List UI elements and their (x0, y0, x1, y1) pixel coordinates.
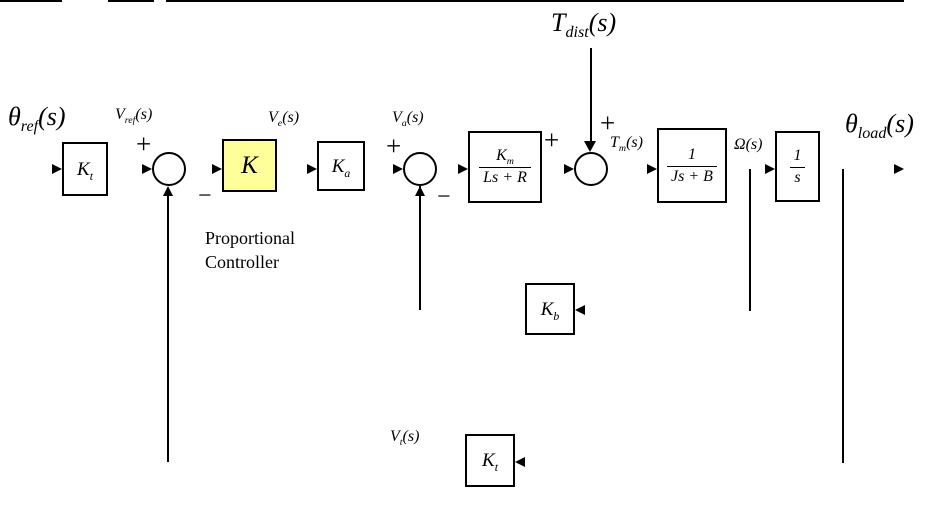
wire-up-to-sum2 (419, 186, 421, 310)
block-motor-armature: Km Ls + R (468, 131, 542, 203)
block-integrator-fraction: 1 s (790, 146, 805, 188)
wire-kt-to-sum1 (108, 0, 154, 2)
block-integrator: 1 s (775, 131, 820, 202)
annotation-line1: Proportional (205, 228, 295, 248)
block-inertia-fraction: 1 Js + B (667, 145, 717, 187)
sum2-minus-sign: − (437, 184, 451, 210)
armature-denominator: Ls + R (479, 167, 531, 188)
label-v-t: Vt(s) (390, 428, 420, 449)
arrow-into-kt-input (52, 164, 62, 174)
block-kb-label: Kb (540, 298, 560, 323)
summing-junction-3 (574, 152, 608, 186)
wire-input (0, 0, 62, 2)
label-v-ref: Vref(s) (115, 106, 153, 127)
summing-junction-1 (152, 152, 186, 186)
arrow-into-armature (458, 164, 468, 174)
summing-junction-2 (403, 152, 437, 186)
label-t-m: Tm(s) (610, 134, 643, 155)
wire-takeoff1-down (749, 169, 751, 311)
block-kb-backemf: Kb (525, 283, 575, 335)
block-ka-amplifier: Ka (317, 141, 365, 191)
arrow-into-integrator (765, 164, 775, 174)
label-omega: Ω(s) (734, 136, 763, 153)
sum2-plus-sign: + (386, 131, 402, 161)
arrow-tdist-into-sum3 (584, 141, 596, 152)
armature-numerator: Km (496, 147, 514, 168)
arrow-into-kt-feedback (515, 457, 525, 467)
wire-up-to-sum1 (167, 188, 169, 462)
arrow-into-sum2 (393, 164, 403, 174)
integrator-denominator: s (790, 166, 805, 188)
block-load-inertia: 1 Js + B (657, 128, 727, 203)
arrow-up-into-sum2 (415, 186, 425, 196)
block-kt-input-label: Kt (77, 158, 93, 183)
block-kt-feedback: Kt (465, 434, 515, 487)
block-k-proportional: K (222, 139, 277, 192)
inertia-denominator: Js + B (667, 165, 717, 187)
arrow-into-inertia (647, 164, 657, 174)
arrow-up-into-sum1 (163, 186, 173, 196)
block-armature-fraction: Km Ls + R (479, 146, 531, 188)
sum3-plus-sign-left: + (544, 125, 560, 155)
wire-outer-feedback (166, 0, 844, 2)
wire-tdist-drop (590, 48, 592, 146)
wire-output (820, 0, 904, 2)
sum1-plus-sign: + (136, 129, 152, 159)
annotation-line2: Controller (205, 252, 279, 272)
block-k-label: K (241, 152, 258, 179)
sum3-plus-sign-top: + (600, 108, 616, 138)
label-t-dist: Tdist(s) (551, 8, 617, 42)
label-theta-ref: θref(s) (8, 102, 66, 136)
block-ka-label: Ka (331, 155, 351, 180)
integrator-numerator: 1 (793, 146, 802, 164)
label-v-a: Va(s) (392, 109, 424, 130)
arrow-output (894, 164, 904, 174)
inertia-numerator: 1 (688, 145, 696, 163)
arrow-into-sum3 (564, 164, 574, 174)
wire-takeoff2-down (842, 169, 844, 463)
block-kt-feedback-label: Kt (482, 450, 498, 474)
arrow-into-k (212, 164, 222, 174)
arrow-into-kb (575, 305, 585, 315)
label-theta-load: θload(s) (845, 109, 914, 143)
sum1-minus-sign: − (198, 183, 212, 209)
block-kt-input: Kt (62, 142, 108, 196)
arrow-into-ka (307, 164, 317, 174)
proportional-controller-annotation: Proportional Controller (205, 226, 295, 274)
arrow-into-sum1 (142, 164, 152, 174)
label-v-e: Ve(s) (268, 109, 300, 130)
